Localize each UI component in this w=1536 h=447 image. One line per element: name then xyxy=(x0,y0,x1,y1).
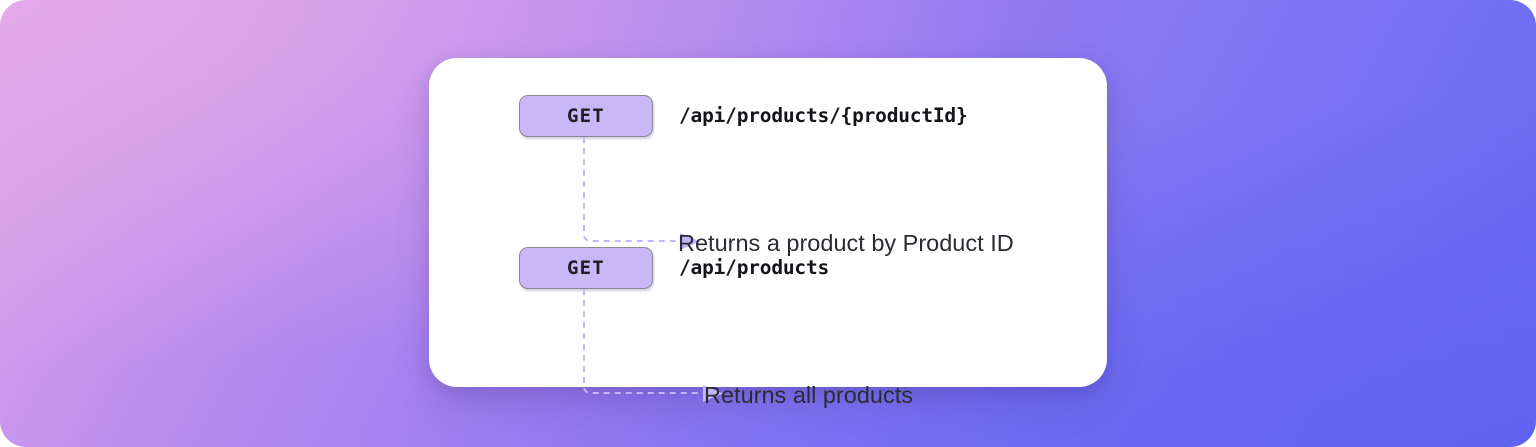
connector-dashed-line xyxy=(583,137,682,242)
endpoint-description: Returns all products xyxy=(704,382,913,408)
endpoint-description: Returns a product by Product ID xyxy=(678,230,1014,256)
method-badge-label: GET xyxy=(567,257,605,279)
endpoint-row: GET /api/products/{productId} Returns a … xyxy=(429,58,1107,256)
method-badge-get[interactable]: GET xyxy=(519,95,653,137)
connector-arrowhead-icon xyxy=(703,385,723,402)
method-badge-label: GET xyxy=(567,105,605,127)
connector-dashed-line xyxy=(583,289,705,394)
api-endpoints-card: GET /api/products/{productId} Returns a … xyxy=(429,58,1107,408)
endpoint-row: GET /api/products Returns all products xyxy=(429,210,1107,408)
endpoint-path: /api/products/{productId} xyxy=(679,104,968,127)
connector-arrow xyxy=(583,289,723,402)
connector-arrowhead-icon xyxy=(680,233,700,250)
endpoint-path: /api/products xyxy=(679,256,830,279)
connector-arrow xyxy=(583,137,700,250)
method-badge-get[interactable]: GET xyxy=(519,247,653,289)
